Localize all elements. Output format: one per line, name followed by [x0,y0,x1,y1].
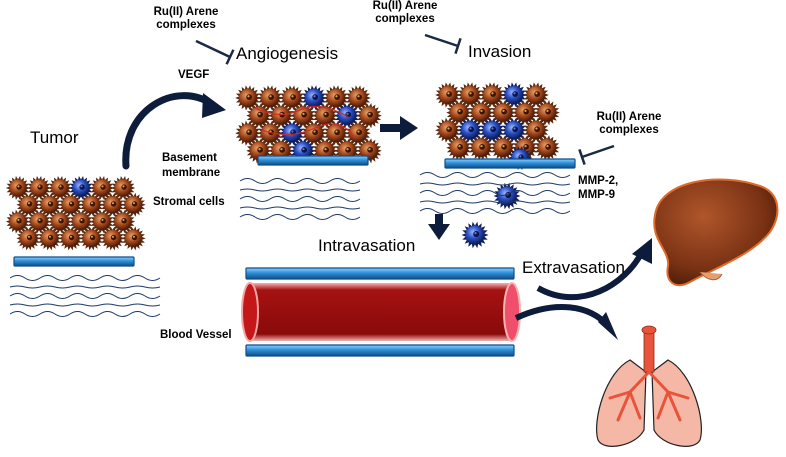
vegf-label: VEGF [178,69,210,81]
stromal-cells-angiogenesis [239,178,361,220]
tumor-label: Tumor [30,128,79,147]
tumor-cell-icon [534,135,560,161]
tumor-cell-icon [345,120,371,146]
inhibition-bar-icon [195,39,235,65]
metastatic-cell-icon [279,120,305,146]
tumor-cell-icon [268,103,294,129]
blood-vessel-label: Blood Vessel [160,329,232,341]
tumor-cell-icon [58,226,83,251]
tumor-cell-icon [446,100,472,126]
basement-membrane-invasion [444,158,576,169]
basement-membrane-angiogenesis [257,155,369,166]
stromal-cells-invasion [419,172,571,214]
tumor-cell-icon [523,117,549,143]
tumor-cell-icon [89,209,115,234]
tumor-cell-icon [534,100,560,126]
tumor-cell-icon [345,85,371,111]
vessel-end-right [503,282,521,342]
metastatic-cell-icon [68,176,94,200]
tumor-cell-icon [235,85,261,111]
tumor-cell-icon [121,226,146,251]
tumor-cell-icon [512,100,538,126]
tumor-cell-icon [79,226,104,251]
tumor-cell-icon [68,209,94,234]
tumor-cell-icon [110,176,136,200]
metastatic-cell-icon [301,85,327,111]
tumor-cell-icon [435,117,461,143]
blood-vessel-lumen [250,283,512,341]
arrow-icon [122,92,652,340]
tumor-cell-icon [235,120,261,146]
tumor-vasculature [254,105,356,139]
tumor-cell-icon [457,82,483,108]
basement-membrane-label-line2: membrane [162,167,221,179]
tumor-cell-icon [435,82,461,108]
basement-membrane-tumor [13,256,135,267]
tumor-cell-icon [257,85,283,111]
inhibitor-label-1-line2: complexes [156,19,216,31]
tumor-cell-icon [479,82,505,108]
invasion-label: Invasion [468,42,532,61]
tumor-cell-icon [100,192,125,217]
tumor-cell-icon [100,226,125,251]
tumor-cell-icon [47,209,73,234]
tumor-cell-icon [279,85,305,111]
tumor-cell-icon [58,192,83,217]
stromal-cells-tumor [9,275,161,317]
tumor-cell-icon [301,120,327,146]
lungs-icon [596,325,702,447]
stromal-cells-label: Stromal cells [153,196,225,208]
metastatic-cell-icon [461,221,489,249]
vessel-wall-top [245,267,515,280]
tumor-cell-icon [16,226,41,251]
metastatic-cell-icon [479,117,505,143]
tumor-cell-icon [26,176,52,200]
angiogenesis-label: Angiogenesis [236,44,339,63]
tumor-cell-icon [468,135,494,161]
tumor-cell-icon [446,135,472,161]
tumor-cell-icon [47,176,73,200]
tumor-cell-icon [26,209,52,234]
vessel-end-left [241,282,259,342]
metastatic-cell-icon [493,182,521,210]
tumor-cell-icon [110,209,136,234]
tumor-cell-icon [323,85,349,111]
tumor-cell-icon [523,82,549,108]
inhibitor-label-3-line2: complexes [599,124,659,136]
tumor-cell-icon [79,192,104,217]
inhibition-bar-icon [578,144,615,165]
mmp-label-line2: MMP-9 [578,189,616,201]
extravasation-label: Extravasation [522,258,625,277]
tumor-cell-icon [356,103,382,129]
basement-membrane-label-line1: Basement [162,152,217,164]
metastatic-cell-icon [457,117,483,143]
inhibitor-label-2-line1: Ru(II) Arene [372,0,438,12]
intravasation-label: Intravasation [318,236,416,255]
metastatic-cell-icon [501,82,527,108]
tumor-cell-icon [37,192,62,217]
metastatic-cell-icon [501,117,527,143]
inhibitor-label-3-line1: Ru(II) Arene [596,111,662,123]
mmp-label-line1: MMP-2, [578,175,619,187]
liver-icon [653,178,779,287]
vessel-wall-bottom [245,344,515,357]
inhibitor-label-1-line1: Ru(II) Arene [153,6,219,18]
tumor-cell-icon [16,192,41,217]
inhibitor-label-2-line2: complexes [375,13,435,25]
tumor-cell-icon [468,100,494,126]
tumor-cell-icon [490,100,516,126]
tumor-cell-icon [5,209,31,234]
tumor-cell-icon [5,176,31,200]
inhibition-bar-icon [424,33,462,54]
tumor-cell-icon [490,135,516,161]
tumor-cell-icon [121,192,146,217]
tumor-cell-icon [37,226,62,251]
tumor-cell-icon [89,176,115,200]
